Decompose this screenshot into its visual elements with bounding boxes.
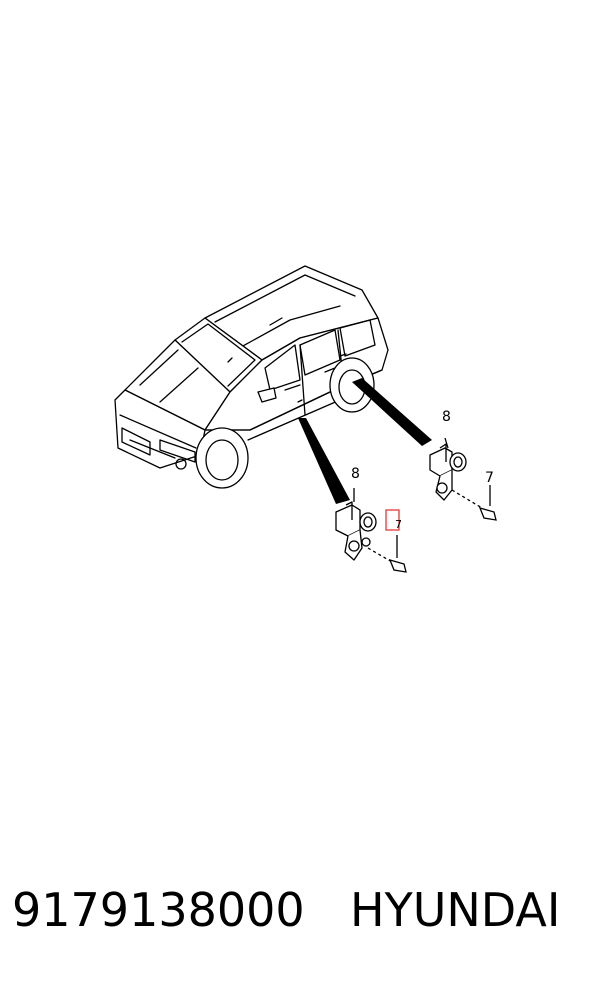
caption-bar: 9179138000 HYUNDAI <box>0 880 600 950</box>
rear-hinge-bracket <box>429 437 467 501</box>
vehicle-drawing <box>114 265 389 489</box>
rear-bolt-callout: 7 <box>485 470 494 486</box>
part-number: 9179138000 <box>12 883 305 937</box>
front-leader-band <box>298 418 350 504</box>
front-bolt <box>367 535 407 573</box>
rear-bolt <box>451 485 497 521</box>
parts-diagram: 8 7 8 7 <box>114 265 497 573</box>
brand-name: HYUNDAI <box>350 883 561 937</box>
leader-bands <box>298 378 432 504</box>
front-bolt-callout: 7 <box>395 518 402 531</box>
front-bracket-callout: 8 <box>351 466 360 482</box>
selected-part-highlight-box <box>385 509 400 531</box>
front-hinge-bracket <box>335 488 377 561</box>
rear-leader-band <box>352 378 432 446</box>
rear-bracket-callout: 8 <box>442 409 451 425</box>
